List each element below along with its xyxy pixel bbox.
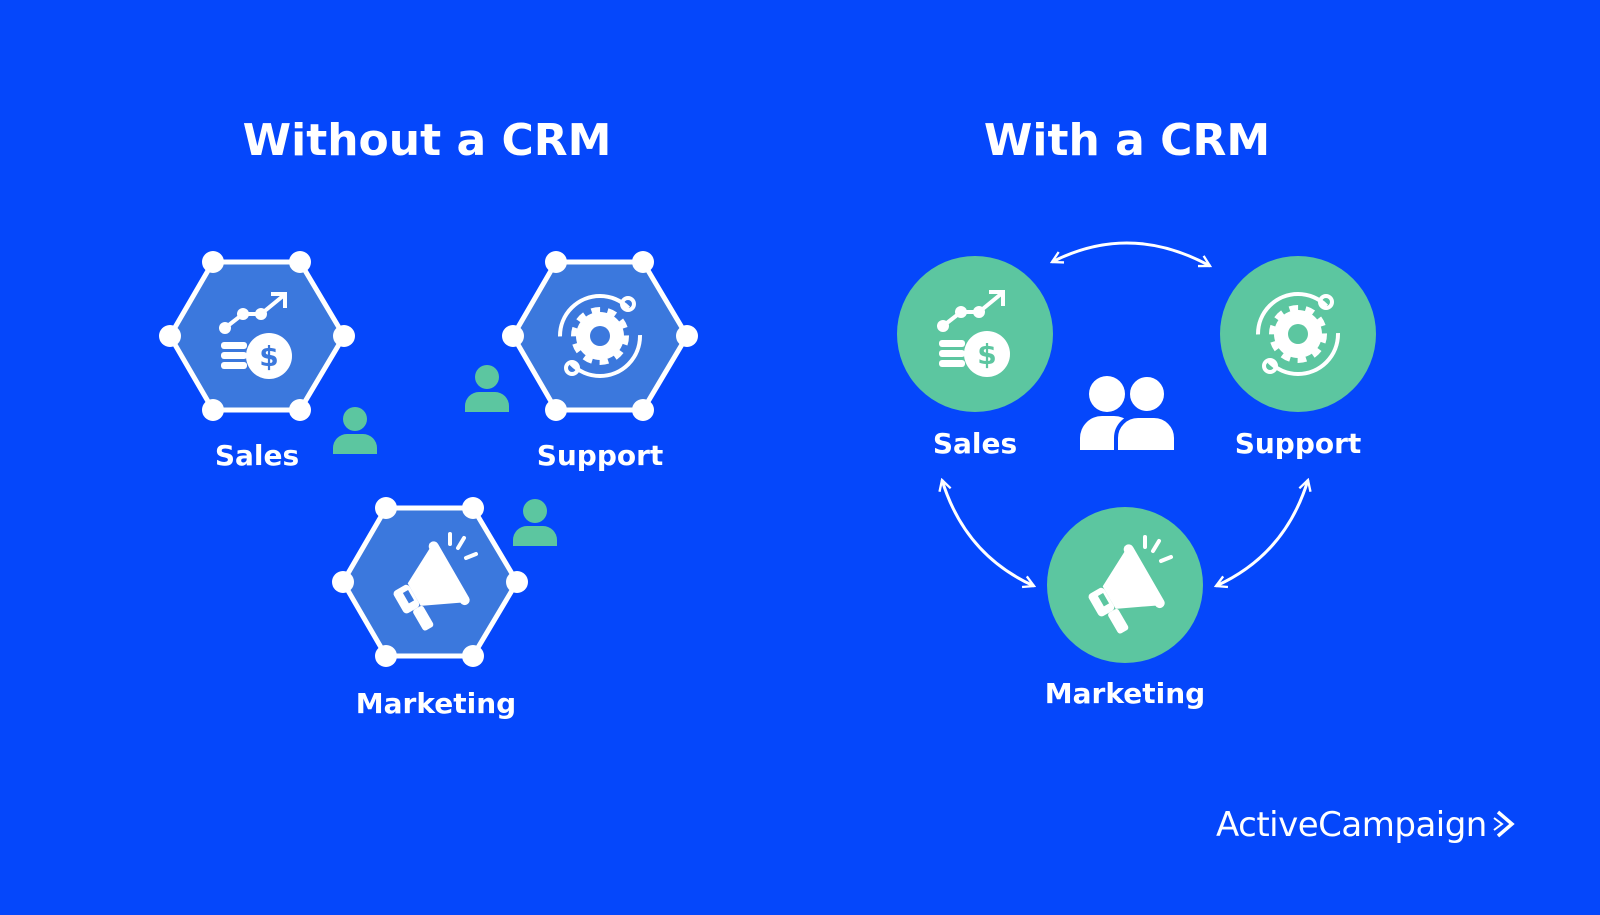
circle-sales [897,256,1053,412]
without-crm-title: Without a CRM [243,115,612,166]
circle-support [1220,256,1376,412]
label-marketing-right: Marketing [1045,677,1205,710]
label-sales-right: Sales [933,427,1017,460]
activecampaign-logo: ActiveCampaign [1216,805,1487,845]
label-marketing-left: Marketing [356,687,516,720]
people-group-icon [1080,373,1178,454]
person-icon [513,499,557,546]
arrow-sales-support [1052,241,1210,268]
hexagon-sales [159,251,355,421]
with-crm-title: With a CRM [984,115,1270,166]
label-support-right: Support [1235,427,1362,460]
label-sales-left: Sales [215,439,299,472]
person-icon [333,407,377,454]
logo-chevron-icon [1496,810,1515,838]
hexagon-marketing [332,497,528,667]
label-support-left: Support [537,439,664,472]
person-icon [465,365,509,412]
hexagon-support [502,251,698,421]
circle-marketing [1047,507,1203,663]
arrow-support-marketing [1216,480,1308,586]
logo-chevron-inner-icon [1493,817,1504,831]
arrow-sales-marketing [942,480,1034,586]
